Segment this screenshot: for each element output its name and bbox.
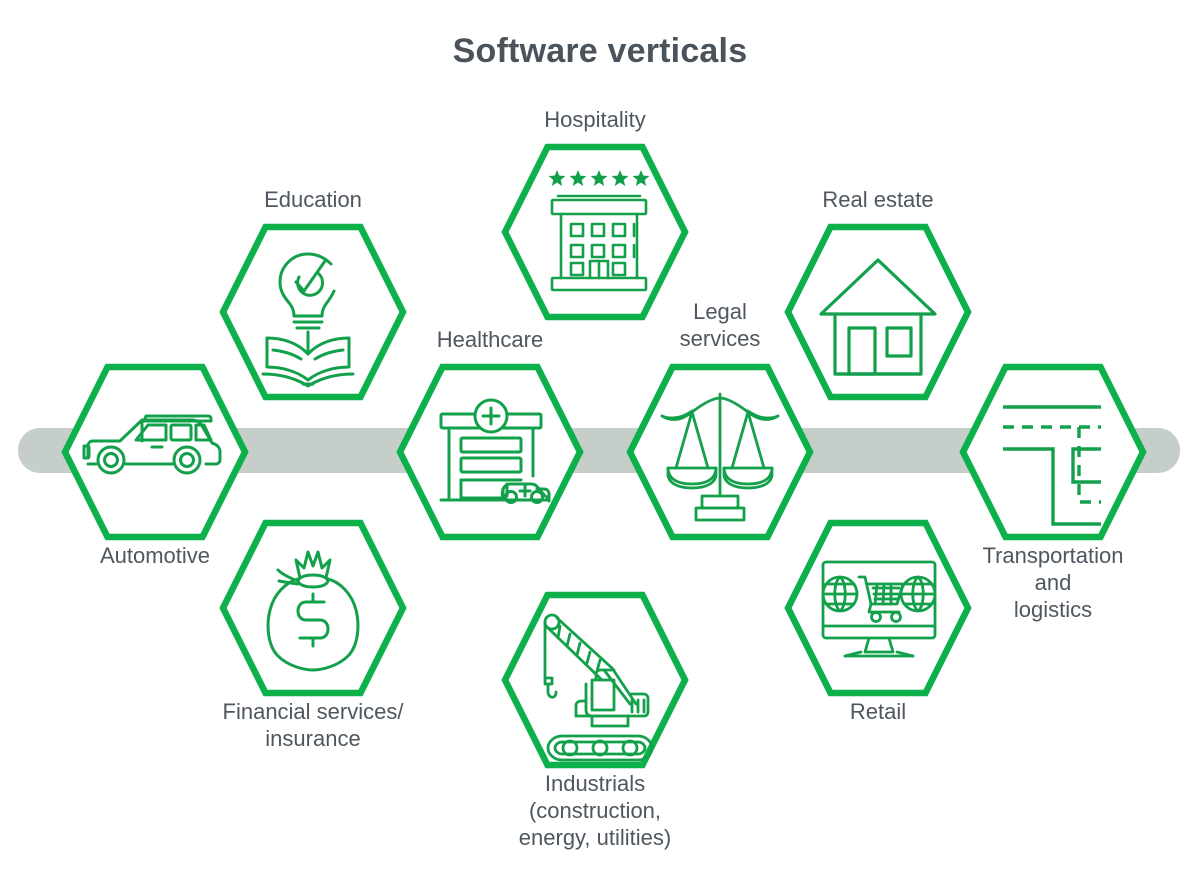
hexagon-financial-services (218, 518, 408, 698)
hexagon-transportation-logistics (958, 362, 1148, 542)
label-automotive: Automotive (99, 543, 211, 568)
label-education: Education (264, 187, 362, 212)
hexagon-industrials (500, 590, 690, 770)
hexagon-education (218, 222, 408, 402)
label-transportation-logistics: Transportation and logistics (982, 543, 1124, 622)
label-real-estate: Real estate (822, 187, 934, 212)
hexagon-legal-services (625, 362, 815, 542)
road-route-icon (1003, 405, 1101, 526)
lightbulb-book-icon (261, 252, 355, 388)
hexagon-healthcare (395, 362, 585, 542)
label-industrials: Industrials (construction, energy, utili… (518, 771, 672, 850)
label-hospitality: Hospitality (544, 107, 646, 132)
label-retail: Retail (849, 699, 907, 724)
car-icon (82, 414, 222, 475)
hexagon-retail (783, 518, 973, 698)
crawler-crane-icon (543, 613, 654, 762)
money-bag-icon (266, 550, 360, 672)
hospital-ambulance-icon (439, 398, 551, 504)
hexagon-automotive (60, 362, 250, 542)
label-legal-services: Legal services (679, 299, 761, 351)
hotel-stars-icon (548, 170, 650, 292)
house-icon (819, 258, 937, 376)
monitor-shopping-cart-icon (821, 560, 937, 658)
page-title: Software verticals (452, 32, 748, 70)
hexagon-real-estate (783, 222, 973, 402)
label-healthcare: Healthcare (436, 327, 544, 352)
hexagon-hospitality (500, 142, 690, 322)
label-financial-services: Financial services/ insurance (222, 699, 404, 751)
balance-scales-icon (660, 392, 780, 522)
